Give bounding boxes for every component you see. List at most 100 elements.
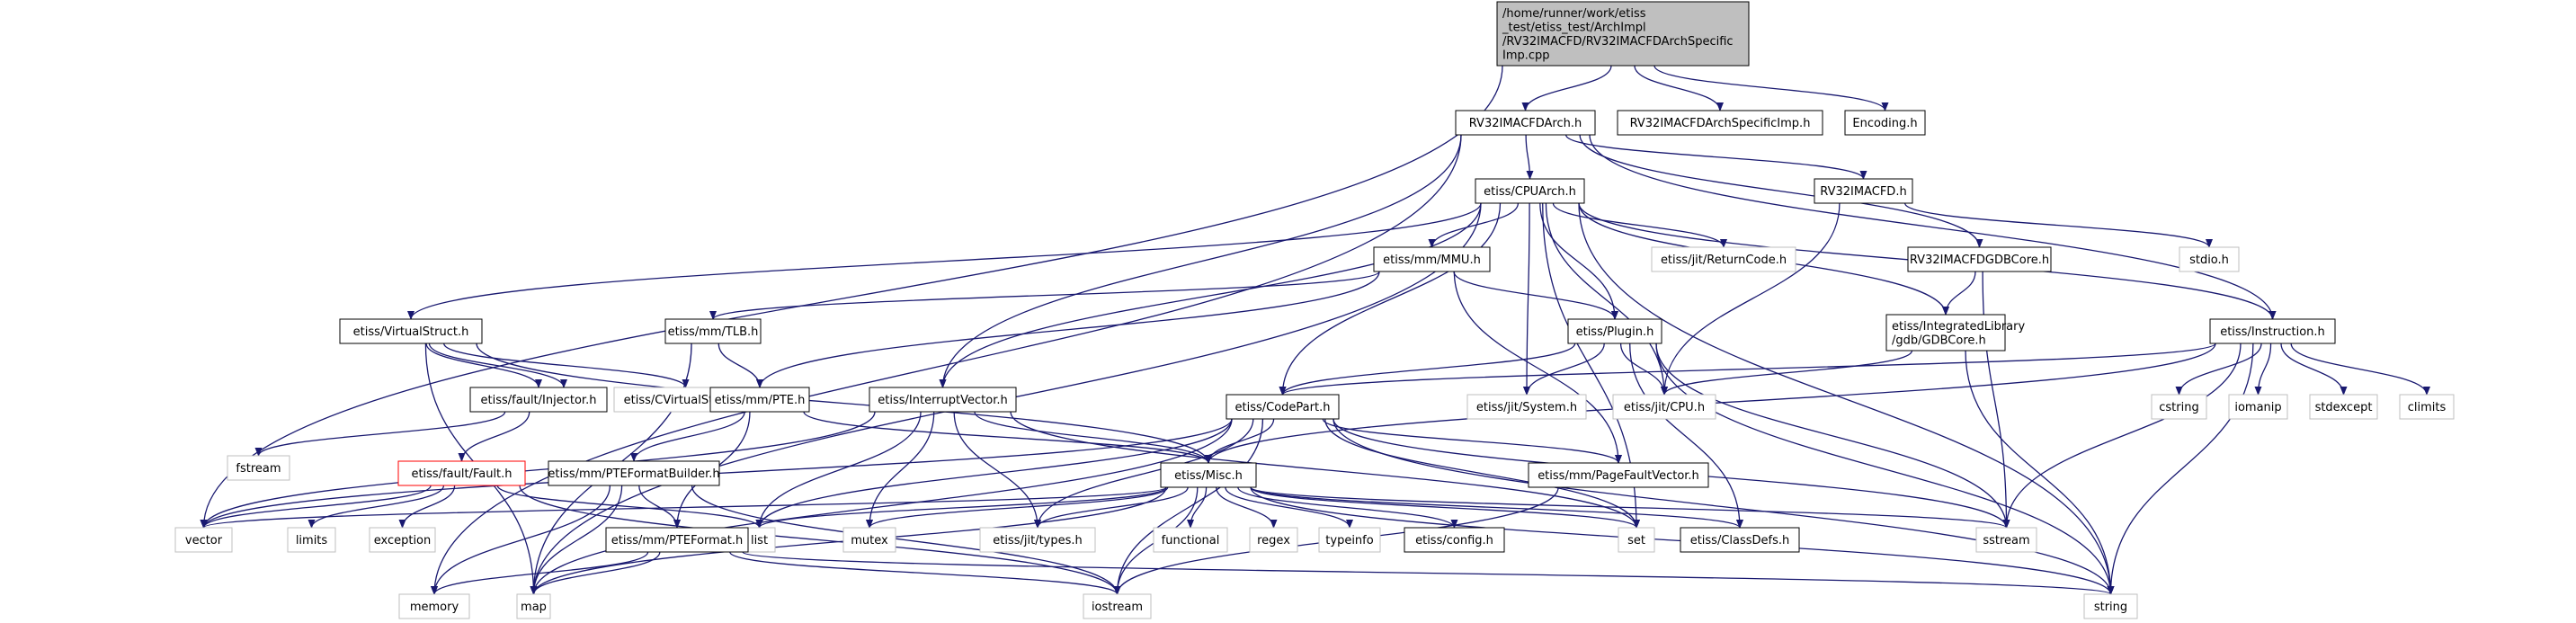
node-pte[interactable]: etiss/mm/PTE.h xyxy=(709,387,810,413)
node-sstream: sstream xyxy=(1975,527,2037,553)
node-rv32fd-box xyxy=(1814,178,1913,204)
edge-root-to-encoding xyxy=(1653,65,1889,111)
node-jittypes-label: etiss/jit/types.h xyxy=(993,534,1083,547)
node-tlb-box xyxy=(664,318,762,344)
node-virtstruct[interactable]: etiss/VirtualStruct.h xyxy=(339,318,483,344)
node-pteformatbuilder[interactable]: etiss/mm/PTEFormatBuilder.h xyxy=(548,460,720,486)
node-pteformatbuilder-label: etiss/mm/PTEFormatBuilder.h xyxy=(548,467,719,481)
edge-interrupt-to-misc xyxy=(974,411,1212,464)
node-encoding[interactable]: Encoding.h xyxy=(1844,110,1926,136)
node-plugin-label: etiss/Plugin.h xyxy=(1576,325,1654,339)
node-misc[interactable]: etiss/Misc.h xyxy=(1160,462,1257,488)
edge-integlib-to-string xyxy=(1965,350,2115,595)
edge-mmu-to-plugin xyxy=(1453,271,1618,320)
node-memory-box xyxy=(398,593,470,619)
node-iomanip-box xyxy=(2228,394,2288,420)
node-specimp-label: RV32IMACFDArchSpecificImp.h xyxy=(1630,117,1811,130)
node-injector[interactable]: etiss/fault/Injector.h xyxy=(469,387,608,413)
node-gdbcore_rv-box xyxy=(1907,246,2052,272)
edge-fault-to-list xyxy=(496,485,763,529)
node-specimp[interactable]: RV32IMACFDArchSpecificImp.h xyxy=(1617,110,1823,136)
node-classdefs[interactable]: etiss/ClassDefs.h xyxy=(1680,527,1800,553)
edge-fault-to-vector xyxy=(200,485,432,529)
edge-mmu-to-pte xyxy=(756,271,1380,388)
node-memory: memory xyxy=(398,593,470,619)
edge-rv32arch-to-memory xyxy=(431,134,1462,595)
node-misc-box xyxy=(1160,462,1257,488)
node-config[interactable]: etiss/config.h xyxy=(1404,527,1505,553)
node-rv32fd[interactable]: RV32IMACFD.h xyxy=(1814,178,1913,204)
edge-injector-to-fault xyxy=(458,411,530,462)
node-injector-label: etiss/fault/Injector.h xyxy=(481,394,597,407)
node-instruction[interactable]: etiss/Instruction.h xyxy=(2209,318,2336,344)
node-memory-label: memory xyxy=(410,601,459,614)
node-fstream: fstream xyxy=(227,455,290,481)
edge-misc-to-functional xyxy=(1187,486,1208,529)
edge-codepart-to-map xyxy=(530,418,1233,595)
node-root-label: /RV32IMACFD/RV32IMACFDArchSpecific xyxy=(1502,35,1734,49)
node-fault-box xyxy=(397,460,526,486)
node-sstream-label: sstream xyxy=(1983,534,2029,547)
node-root-label: _test/etiss_test/ArchImpl xyxy=(1502,21,1646,34)
node-functional: functional xyxy=(1153,527,1228,553)
node-pagefault-box xyxy=(1528,462,1709,488)
node-interrupt-box xyxy=(869,387,1017,413)
node-system-box xyxy=(1466,394,1587,420)
edge-misc-to-list xyxy=(755,486,1167,529)
node-system-label: etiss/jit/System.h xyxy=(1476,401,1577,414)
node-mutex: mutex xyxy=(842,527,896,553)
edge-rv32arch-to-instruction xyxy=(1589,134,2277,320)
node-config-label: etiss/config.h xyxy=(1415,534,1493,547)
node-exception-box xyxy=(369,527,436,553)
node-limits: limits xyxy=(287,527,336,553)
node-pteformat[interactable]: etiss/mm/PTEFormat.h xyxy=(605,527,749,553)
edge-root-to-vector xyxy=(200,65,1503,529)
edge-root-to-rv32arch xyxy=(1521,65,1612,111)
node-tlb[interactable]: etiss/mm/TLB.h xyxy=(664,318,762,344)
edge-pteformatbuilder-to-map xyxy=(530,485,623,595)
node-exception-label: exception xyxy=(374,534,432,547)
edge-instruction-to-iomanip xyxy=(2254,343,2272,396)
node-root-label: /home/runner/work/etiss xyxy=(1502,7,1646,21)
node-cstring-label: cstring xyxy=(2159,401,2198,414)
node-integlib-label: etiss/IntegratedLibrary xyxy=(1892,320,2025,334)
edge-pteformat-to-memory xyxy=(431,551,649,595)
node-mutex-box xyxy=(842,527,896,553)
node-fstream-box xyxy=(227,455,290,481)
node-limits-label: limits xyxy=(296,534,328,547)
node-interrupt[interactable]: etiss/InterruptVector.h xyxy=(869,387,1017,413)
node-returncode-label: etiss/jit/ReturnCode.h xyxy=(1661,254,1787,267)
node-cpu-label: etiss/jit/CPU.h xyxy=(1624,401,1705,414)
node-stdio-label: stdio.h xyxy=(2189,254,2229,267)
edge-injector-to-fstream xyxy=(254,411,506,457)
node-iostream-box xyxy=(1083,593,1152,619)
node-rv32arch[interactable]: RV32IMACFDArch.h xyxy=(1455,110,1596,136)
node-pagefault[interactable]: etiss/mm/PageFaultVector.h xyxy=(1528,462,1709,488)
node-map-label: map xyxy=(521,601,547,614)
edge-instruction-to-cstring xyxy=(2175,343,2262,396)
node-codepart[interactable]: etiss/CodePart.h xyxy=(1226,394,1340,420)
node-regex: regex xyxy=(1249,527,1298,553)
node-gdbcore_rv[interactable]: RV32IMACFDGDBCore.h xyxy=(1907,246,2052,272)
node-tlb-label: etiss/mm/TLB.h xyxy=(668,325,759,339)
node-string-label: string xyxy=(2094,601,2127,614)
edge-misc-to-sstream xyxy=(1250,486,2010,529)
edge-virtstruct-to-cstddef xyxy=(428,343,567,388)
node-plugin[interactable]: etiss/Plugin.h xyxy=(1567,318,1662,344)
edge-pteformat-to-iostream xyxy=(729,551,1121,595)
edge-plugin-to-string xyxy=(1655,343,2115,595)
node-fault[interactable]: etiss/fault/Fault.h xyxy=(397,460,526,486)
node-virtstruct-label: etiss/VirtualStruct.h xyxy=(353,325,469,339)
edge-cpuarch-to-virtstruct xyxy=(407,202,1482,320)
node-codepart-box xyxy=(1226,394,1340,420)
node-stdexcept: stdexcept xyxy=(2309,394,2378,420)
node-cpuarch-label: etiss/CPUArch.h xyxy=(1484,185,1576,199)
edge-rv32arch-to-interrupt xyxy=(939,134,1462,388)
node-config-box xyxy=(1404,527,1505,553)
edge-fault-to-limits xyxy=(308,485,445,529)
edge-codepart-to-iostream xyxy=(1113,418,1264,595)
edge-misc-to-set xyxy=(1250,486,1640,529)
node-mmu[interactable]: etiss/mm/MMU.h xyxy=(1373,246,1491,272)
node-integlib[interactable]: etiss/IntegratedLibrary/gdb/GDBCore.h xyxy=(1885,314,2025,352)
node-cpuarch[interactable]: etiss/CPUArch.h xyxy=(1475,178,1585,204)
